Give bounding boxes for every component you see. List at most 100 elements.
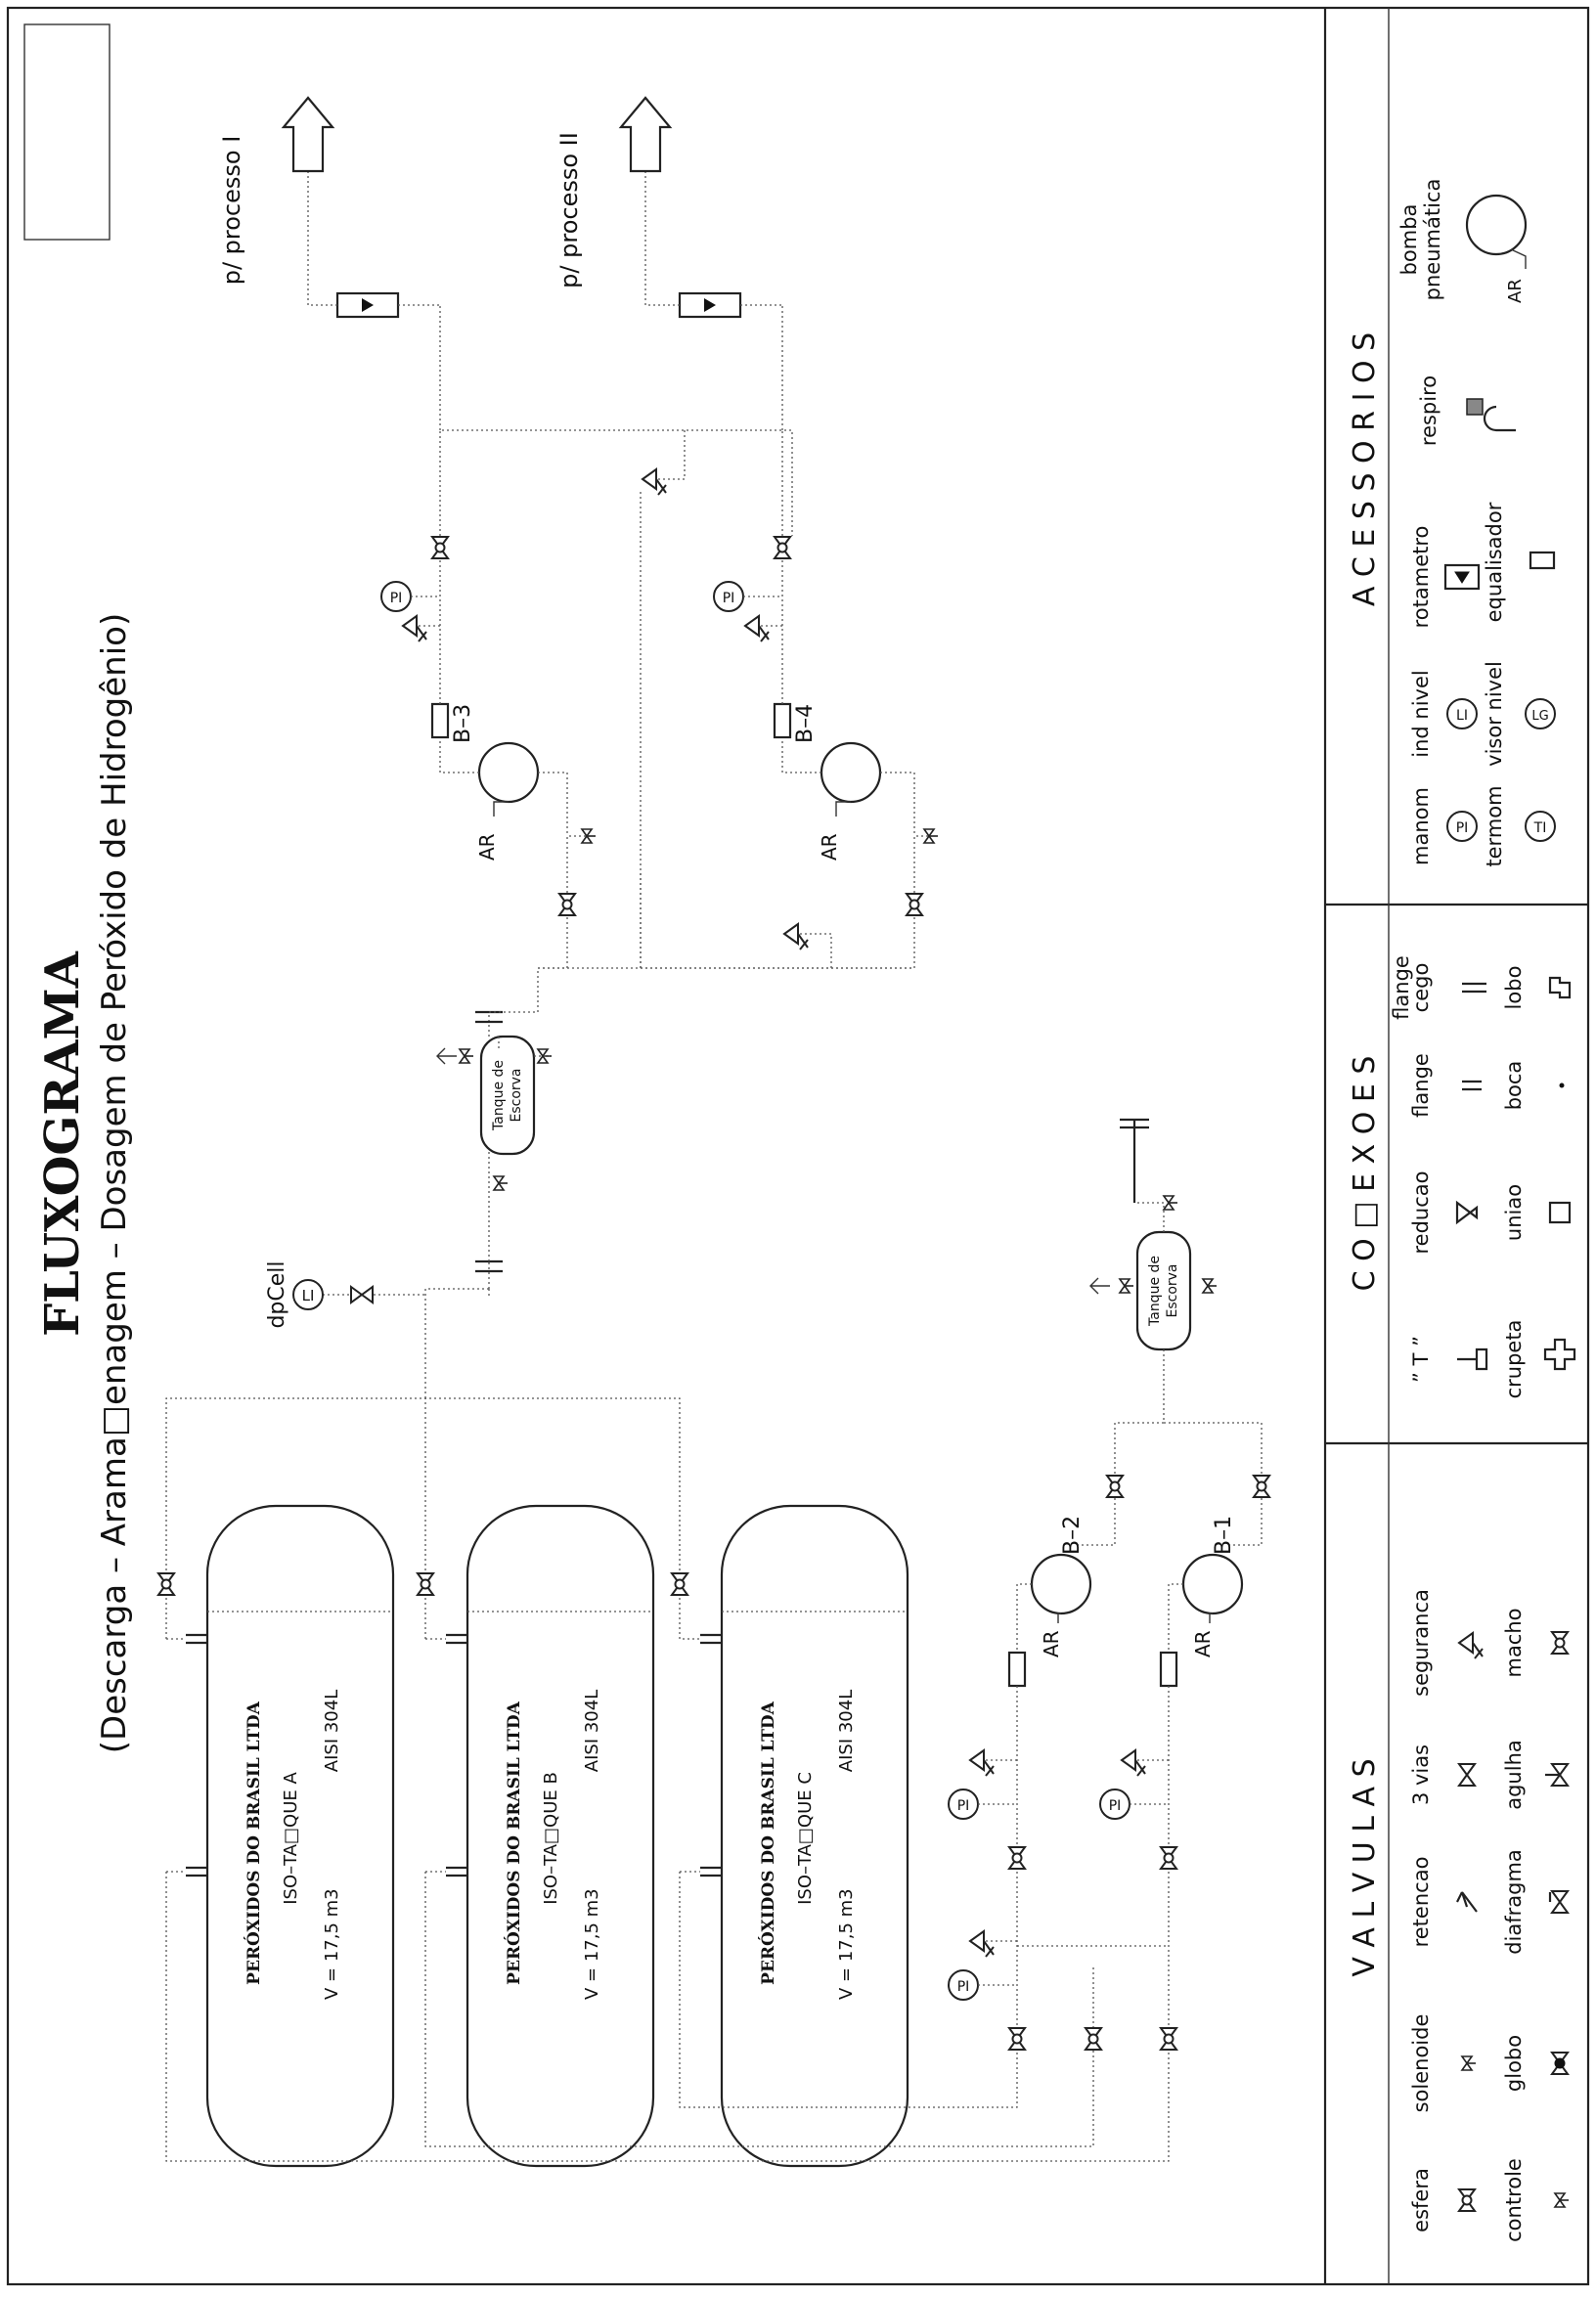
pump-b3-air-label: AR — [475, 833, 499, 861]
tank-a: PERÓXIDOS DO BRASIL LTDA ISO–TA□QUE A V … — [205, 1504, 395, 2168]
scour-tank-2-vent-valve[interactable] — [1119, 1278, 1134, 1294]
conn-flange-label: flange — [1409, 1053, 1433, 1118]
pump-b4-air-label: AR — [818, 833, 841, 861]
b2-pi-label: PI — [957, 1798, 970, 1814]
pump-b3[interactable] — [477, 741, 540, 804]
pump-b1-b2-lines: B–2 AR B–1 AR PI PI PI — [948, 1475, 1270, 2051]
valve-macho-label: macho — [1502, 1608, 1526, 1677]
tank-c-top-valve[interactable] — [671, 1572, 688, 1596]
acc-visor-nivel-label: visor nivel — [1483, 661, 1506, 767]
pump-b1[interactable] — [1181, 1553, 1244, 1615]
tank-c-volume: V = 17,5 m3 — [836, 1888, 857, 2000]
scour-tank-1: Tanque de Escorva — [436, 905, 915, 1289]
legend-bomba-icon — [1465, 194, 1528, 256]
pump-b4[interactable] — [820, 741, 882, 804]
b3-suction-valve[interactable] — [558, 893, 576, 916]
b3-safety-valve[interactable] — [402, 615, 427, 642]
legend-li-icon — [1446, 698, 1478, 729]
b2-equalizer — [1007, 1651, 1027, 1688]
pump-b2-label: B–2 — [1060, 1516, 1085, 1555]
connections-heading: C O □ E X O E S — [1348, 1056, 1382, 1292]
legend-esfera-icon — [1458, 2188, 1476, 2212]
b4-discharge-valve[interactable] — [774, 536, 791, 559]
b2-discharge-valve[interactable] — [1008, 1846, 1026, 1870]
legend-bomba-air-label: AR — [1505, 279, 1526, 303]
acc-pneumatica-label: pneumática — [1421, 179, 1444, 301]
return-safety-valve[interactable] — [642, 468, 667, 496]
b1-safety-valve[interactable] — [1121, 1749, 1146, 1777]
valve-esfera-label: esfera — [1409, 2168, 1433, 2232]
manifold-safety-valve[interactable] — [969, 1930, 995, 1958]
acc-equalisador-label: equalisador — [1483, 502, 1506, 622]
diagram-title: FLUXOGRAMA — [35, 950, 90, 1337]
conn-reducao-label: reducao — [1409, 1171, 1433, 1255]
scour-tank-2: Tanque de Escorva — [1089, 1118, 1263, 1486]
legend-equalisador-icon — [1529, 551, 1556, 570]
legend-3vias-icon — [1458, 1763, 1476, 1787]
legend-valves: V A L V U L A S esfera solenoide retenca… — [1348, 1589, 1570, 2242]
scour-tank-2-side-valve[interactable] — [1202, 1278, 1218, 1294]
b4-safety-valve[interactable] — [744, 615, 770, 642]
b1-discharge-valve[interactable] — [1160, 1846, 1177, 1870]
valves-heading: V A L V U L A S — [1348, 1758, 1382, 1976]
tank-b-shell — [466, 1504, 655, 2168]
tank-a-top-valve[interactable] — [157, 1572, 175, 1596]
b2-safety-valve[interactable] — [969, 1749, 995, 1777]
tank-a-shell — [205, 1504, 395, 2168]
legend-solenoide-icon — [1461, 2055, 1477, 2071]
b4-suction-valve[interactable] — [906, 893, 923, 916]
valve-solenoide-label: solenoide — [1409, 2014, 1433, 2113]
legend-uniao-icon — [1548, 1201, 1572, 1224]
title-block-box — [23, 23, 111, 241]
tank-c: PERÓXIDOS DO BRASIL LTDA ISO–TA□QUE C V … — [720, 1504, 909, 2168]
b4-inline-safety-valve[interactable] — [783, 923, 809, 950]
b2-suction-valve[interactable] — [1106, 1475, 1124, 1498]
tank-c-outlet-valve[interactable] — [1008, 2027, 1026, 2051]
b3-discharge-valve[interactable] — [431, 536, 449, 559]
dpcell-valve[interactable] — [350, 1286, 374, 1303]
output-label-2: p/ processo II — [555, 132, 583, 288]
b1-suction-valve[interactable] — [1253, 1475, 1270, 1498]
output-arrow-2 — [618, 96, 673, 173]
b3-pi-label: PI — [390, 591, 403, 606]
tank-a-outlet-valve[interactable] — [1160, 2027, 1177, 2051]
manifold-pi-label: PI — [957, 1979, 970, 1995]
pump-b1-air-label: AR — [1191, 1630, 1215, 1657]
legend-connections: C O □ E X O E S ” T ” reducao flange fla… — [1348, 955, 1576, 1398]
acc-bomba-label: bomba — [1397, 204, 1421, 276]
valve-3vias-label: 3 vias — [1409, 1745, 1433, 1805]
pump-b1-label: B–1 — [1212, 1516, 1236, 1555]
tank-c-company: PERÓXIDOS DO BRASIL LTDA — [758, 1701, 778, 1984]
conn-boca-label: boca — [1502, 1061, 1526, 1111]
scour-tank-2-drain-valve[interactable] — [1163, 1195, 1178, 1211]
tank-a-volume: V = 17,5 m3 — [322, 1888, 342, 2000]
pump-b3-line: B–3 AR PI p/ processo I — [218, 96, 793, 969]
scour-tank-2-label-1: Tanque de — [1147, 1256, 1163, 1327]
sheet-border — [6, 6, 1590, 2286]
legend-lg-text: LG — [1531, 709, 1548, 724]
tank-b-outlet-valve[interactable] — [1085, 2027, 1102, 2051]
acc-termom-label: termom — [1483, 785, 1506, 866]
tank-b-top-valve[interactable] — [417, 1572, 434, 1596]
tank-a-name: ISO–TA□QUE A — [281, 1772, 301, 1905]
conn-t-label: ” T ” — [1409, 1336, 1433, 1383]
legend-agulha-icon — [1545, 1763, 1569, 1787]
pump-b2[interactable] — [1030, 1553, 1092, 1615]
b3-equalizer — [430, 702, 450, 739]
scour-tank-1-label-1: Tanque de — [491, 1060, 507, 1131]
scour-tank-1-drain-valve[interactable] — [493, 1175, 509, 1191]
accessories-heading: A C E S S O R I O S — [1348, 332, 1382, 606]
li-instrument — [292, 1279, 324, 1310]
scour-tank-1-vent-valve[interactable] — [459, 1048, 474, 1064]
b4-equalizer — [773, 702, 792, 739]
legend-flange-icon — [1462, 1080, 1482, 1091]
valve-retencao-label: retencao — [1409, 1857, 1433, 1948]
legend-accessories: A C E S S O R I O S manom ind nivel PI L… — [1348, 179, 1556, 867]
valve-seguranca-label: seguranca — [1409, 1589, 1433, 1697]
pump-b4-line: B–4 AR PI p/ processo II — [555, 96, 939, 969]
conn-uniao-label: uniao — [1502, 1184, 1526, 1241]
acc-rotametro-label: rotametro — [1409, 526, 1433, 629]
legend-t-icon — [1457, 1347, 1488, 1371]
